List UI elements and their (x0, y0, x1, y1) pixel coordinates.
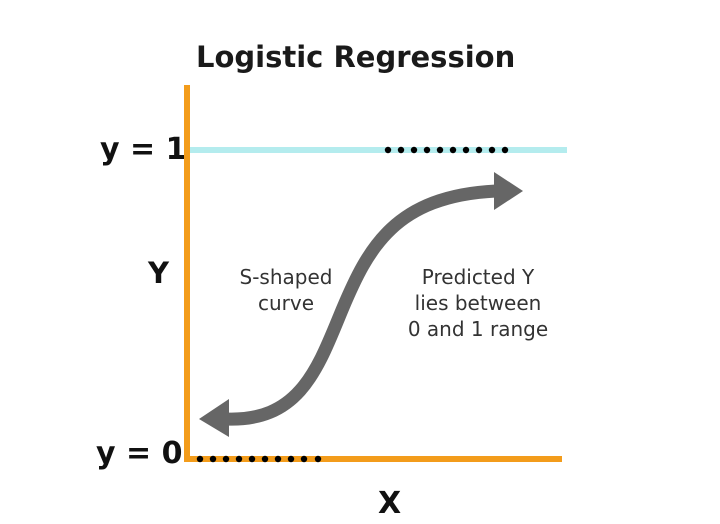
predicted-range-note: Predicted Y lies between 0 and 1 range (398, 264, 558, 342)
s-curve-note-line-2: curve (257, 291, 315, 315)
diagram-title: Logistic Regression (196, 40, 516, 74)
upper-dots (384, 146, 509, 154)
x-axis-label: X (378, 486, 402, 521)
predicted-note-line-1: Predicted Y (421, 265, 535, 289)
predicted-note-line-3: 0 and 1 range (407, 317, 549, 341)
s-curve-arrowhead-right (494, 172, 523, 210)
y-one-label: y = 1 (100, 132, 187, 167)
lower-dots (196, 455, 322, 463)
y-axis-label: Y (148, 256, 169, 290)
s-curve-note-line-1: S-shaped (239, 265, 333, 289)
y-zero-label: y = 0 (96, 436, 183, 471)
s-curve-arrowhead-left (199, 399, 229, 437)
predicted-note-line-2: lies between (414, 291, 542, 315)
s-curve (225, 184, 497, 426)
s-curve-note: S-shaped curve (228, 264, 344, 316)
